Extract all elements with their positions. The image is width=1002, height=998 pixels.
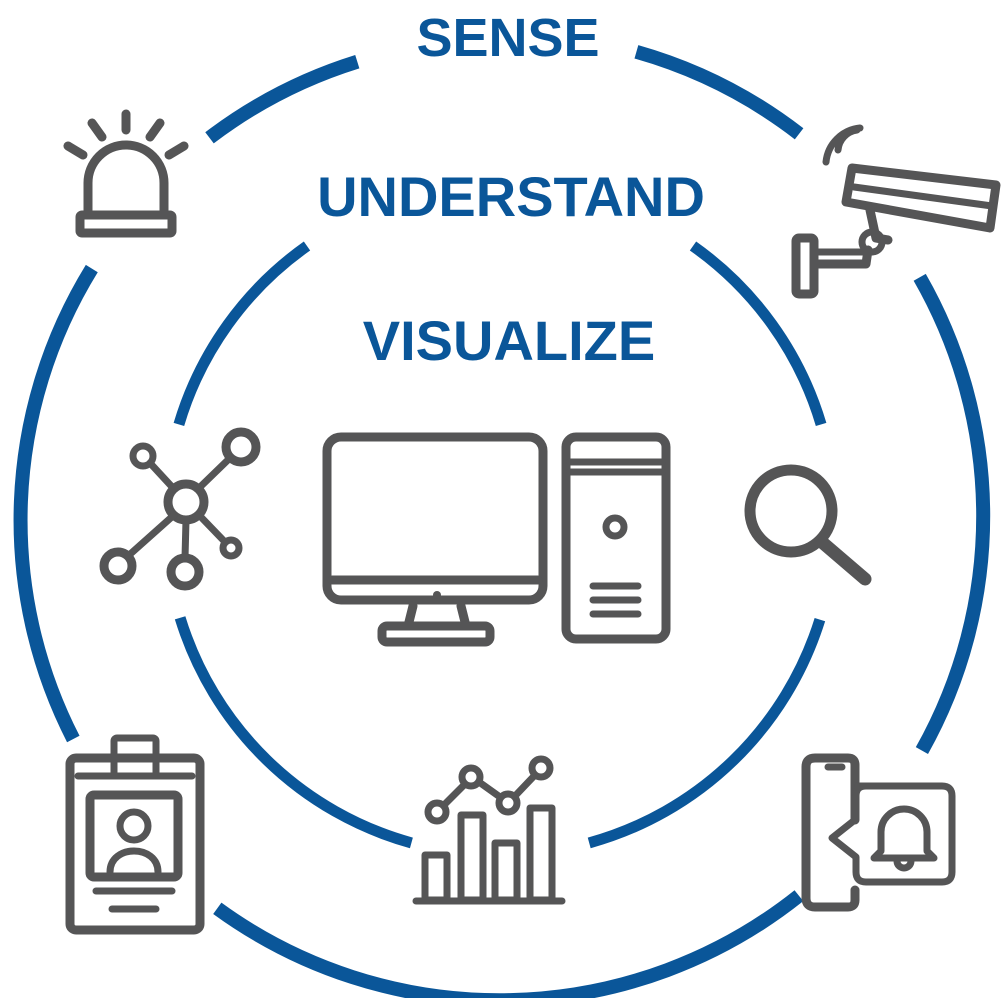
outer-ring-segment-bottom (213, 890, 804, 998)
outer-ring (13, 45, 991, 998)
network-hub-icon (99, 427, 261, 591)
id-badge-icon (65, 734, 205, 935)
phone-notification-icon (801, 753, 956, 912)
outer-ring-segment-top-left (205, 55, 360, 144)
magnifier-icon (744, 464, 872, 586)
understand-label: UNDERSTAND (317, 165, 705, 228)
outer-ring-segment-left (13, 264, 98, 743)
inner-ring-segment-left (174, 616, 413, 849)
sense-label: SENSE (416, 8, 599, 68)
inner-ring (173, 241, 827, 849)
visualize-label: VISUALIZE (363, 309, 655, 372)
inner-ring-segment-right (587, 617, 826, 849)
desktop-computer-icon (322, 432, 671, 647)
inner-ring-segment-top-right (689, 241, 827, 426)
security-camera-icon (791, 124, 1001, 299)
alarm-siren-icon (63, 109, 189, 238)
outer-ring-segment-right (913, 273, 991, 755)
bar-line-chart-icon (412, 755, 566, 905)
inner-ring-segment-top-left (173, 241, 311, 426)
outer-ring-segment-top-right (634, 45, 804, 140)
